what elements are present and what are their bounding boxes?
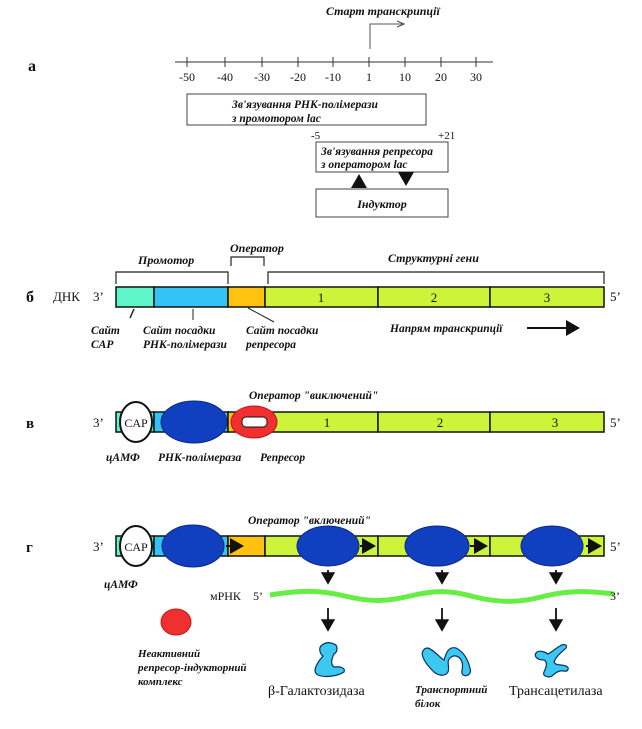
- panel-a: а Старт транскрипції -50 -40 -30 -20 -10 1 10 2…: [28, 4, 493, 218]
- axis-ticks: -50 -40 -30 -20 -10 1 10 20 30: [179, 57, 482, 84]
- repressor-label: Репресор: [260, 452, 305, 464]
- inactive-complex-line3: комплекс: [138, 676, 183, 688]
- transcription-direction-label: Напрям транскрипції: [389, 323, 503, 335]
- axis-tick-label: 30: [470, 70, 482, 84]
- axis-tick-label: 10: [399, 70, 411, 84]
- cap-site-line1: Сайт: [91, 324, 120, 337]
- cap-protein-d: [119, 525, 153, 567]
- axis-tick-label: -50: [179, 70, 195, 84]
- rnap-binding-line2: з промотором lac: [231, 113, 321, 125]
- transcription-start-arrow-icon: [369, 24, 403, 49]
- operator-label: Оператор: [230, 241, 284, 255]
- axis-tick-label: -40: [217, 70, 233, 84]
- panel-a-label: а: [28, 58, 36, 75]
- cap-site-segment: [115, 286, 155, 308]
- operator-bracket: [230, 256, 265, 266]
- gene-3-label: 3: [544, 290, 551, 305]
- promoter-label: Промотор: [137, 253, 194, 267]
- gene-1-label: 1: [318, 290, 325, 305]
- beta-galactosidase-protein-icon: [314, 642, 345, 678]
- mrna-strand: [269, 588, 615, 604]
- gene-3-segment-c: [489, 411, 605, 433]
- protein-2-name: Транспортний: [415, 684, 487, 696]
- gene-2-label-c: 2: [437, 415, 444, 430]
- rna-polymerase-3: [404, 525, 470, 567]
- transport-protein-icon: [421, 647, 472, 677]
- mrna-3-end: 3’: [610, 589, 620, 603]
- gene-2-label: 2: [431, 290, 438, 305]
- dna-3-end-c: 3’: [93, 415, 104, 430]
- repressor-binding-box: [315, 141, 449, 173]
- repressor-range-start: -5: [311, 130, 321, 142]
- protein-2-name-line2: білок: [415, 698, 441, 710]
- inducer-label: Індуктор: [356, 197, 407, 211]
- rnap-site-line1: Сайт посадки: [143, 324, 216, 337]
- gene-3-label-c: 3: [552, 415, 559, 430]
- cap-site-pointer: [129, 308, 135, 319]
- dna-5-end-d: 5’: [610, 539, 621, 554]
- panel-d: г Оператор "включений" 3’ 5’ CAP цАМФ мР…: [26, 514, 621, 710]
- dna-5-end: 5’: [610, 289, 621, 304]
- dna-label: ДНК: [53, 289, 80, 304]
- inactive-complex-line1: Неактивний: [137, 648, 200, 660]
- mrna-label: мРНК: [210, 589, 242, 603]
- axis-tick-label: 20: [435, 70, 447, 84]
- structural-genes-label: Структурні гени: [388, 251, 479, 265]
- rnap-binding-line1: Зв'язування РНК-полімерази: [231, 99, 379, 111]
- cap-protein: [119, 401, 153, 443]
- camp-label-d: цАМФ: [104, 579, 138, 591]
- panel-d-label: г: [26, 540, 33, 556]
- operator-segment: [227, 286, 266, 308]
- cap-site-line2: CAP: [91, 339, 114, 351]
- repressor-site-pointer: [247, 307, 275, 323]
- rnap-site-segment: [153, 286, 229, 308]
- protein-3-name: Трансацетилаза: [509, 684, 603, 699]
- axis-tick-label: 1: [366, 70, 372, 84]
- repressor-site-line1: Сайт посадки: [246, 324, 319, 337]
- cap-label-d: CAP: [124, 540, 148, 554]
- inducer-box: [315, 188, 449, 218]
- cap-label-c: CAP: [124, 416, 148, 430]
- axis-tick-label: -10: [325, 70, 341, 84]
- gene-2-segment-c: [377, 411, 491, 433]
- promoter-bracket: [115, 271, 229, 284]
- gene-1-segment-c: [264, 411, 379, 433]
- rna-polymerase-4: [520, 525, 584, 567]
- inactive-complex-line2: репресор-індукторний: [137, 662, 247, 674]
- repressor-binding-line2: з оператором lac: [320, 159, 408, 171]
- operator-on-label: Оператор "включений": [248, 514, 371, 527]
- structural-genes-bracket: [267, 271, 605, 284]
- protein-1-name: β-Галактозидаза: [268, 684, 366, 699]
- repressor-range-end: +21: [438, 130, 455, 142]
- axis-tick-label: -30: [254, 70, 270, 84]
- repressor-site-line2: репресора: [245, 339, 296, 351]
- dna-3-end-d: 3’: [93, 539, 104, 554]
- mrna-5-end: 5’: [253, 589, 263, 603]
- axis-tick-label: -20: [290, 70, 306, 84]
- panel-b-label: б: [26, 289, 34, 306]
- gene-1-label-c: 1: [324, 415, 331, 430]
- rnap-binding-box: [186, 93, 427, 126]
- panel-c: в Оператор "виключений" 3’ 5’ 1 2 3 CAP …: [26, 389, 621, 464]
- rna-polymerase-c: [160, 400, 228, 444]
- repressor-binding-line1: Зв'язування репресора: [320, 146, 433, 158]
- inactive-repressor-complex-icon: [160, 608, 192, 636]
- polymerase-label: РНК-полімераза: [158, 452, 242, 464]
- dna-5-end-c: 5’: [610, 415, 621, 430]
- panel-c-label: в: [26, 416, 34, 432]
- camp-label-c: цАМФ: [106, 452, 140, 464]
- transcription-start-label: Старт транскрипції: [326, 4, 440, 18]
- gene-3-segment: [489, 286, 605, 308]
- rna-polymerase-2: [296, 525, 360, 567]
- repressor-binding-pocket: [241, 416, 268, 428]
- operator-off-label: Оператор "виключений": [249, 389, 378, 402]
- dna-3-end: 3’: [93, 289, 104, 304]
- panel-b: б ДНК 3’ 5’ Промотор Оператор Структурні…: [26, 241, 621, 351]
- rnap-site-line2: РНК-полімерази: [143, 339, 228, 351]
- rna-polymerase-1: [161, 524, 225, 568]
- transacetylase-protein-icon: [534, 643, 569, 678]
